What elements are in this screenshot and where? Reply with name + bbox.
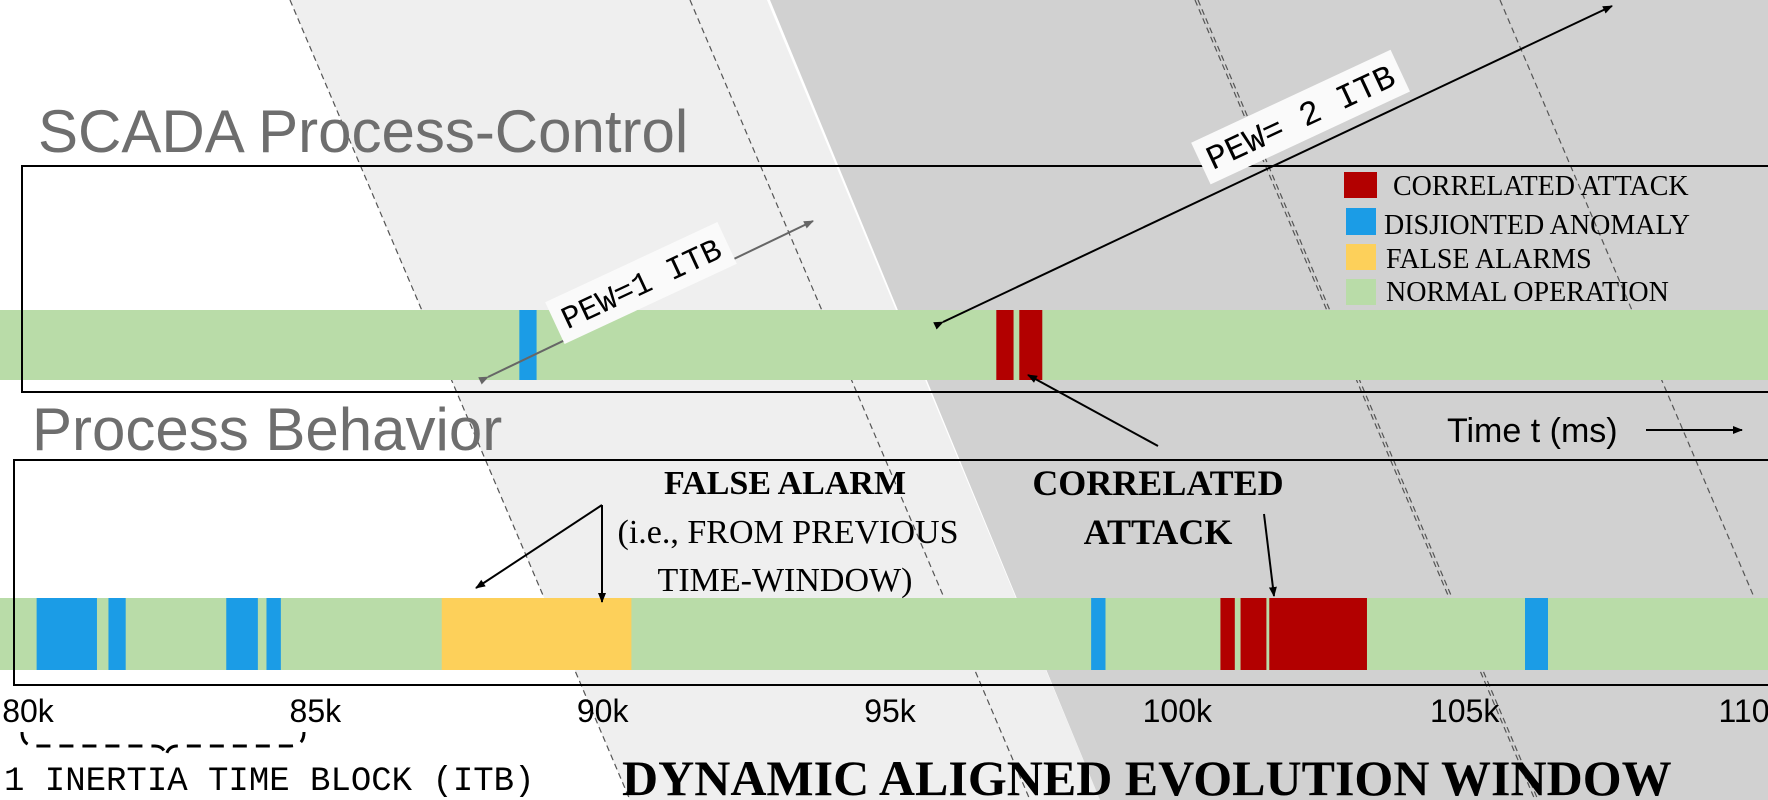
legend-label-disjointed-anomaly: DISJIONTED ANOMALY [1384, 210, 1690, 241]
pew1-label-background [545, 222, 737, 344]
process-normal-operation-bar [0, 598, 1768, 670]
process-behavior-title: Process Behavior [32, 396, 502, 463]
time-tick-label: 80k [2, 693, 55, 729]
pew2-label-background [1191, 49, 1410, 185]
process-panel-frame [13, 459, 1768, 686]
false-alarm-arrow-left [475, 504, 603, 589]
process-disjointed-anomaly-event [1091, 598, 1106, 670]
correlated-attack-text-line2: ATTACK [1084, 512, 1233, 552]
time-tick-label: 95k [864, 693, 917, 729]
legend-label-normal-operation: NORMAL OPERATION [1386, 277, 1669, 308]
time-axis-label: Time t (ms) [1447, 412, 1618, 450]
legend-swatch-disjointed-anomaly [1346, 208, 1376, 235]
false-alarm-annotation: FALSE ALARM (i.e., FROM PREVIOUS TIME-WI… [618, 465, 959, 599]
process-disjointed-anomaly-event [108, 598, 126, 670]
itb-brace [20, 731, 306, 757]
time-tick-label: 90k [577, 693, 630, 729]
false-alarm-text-line1: FALSE ALARM [664, 465, 906, 502]
correlated-attack-text-line1: CORRELATED [1032, 463, 1283, 503]
scada-panel-frame [21, 165, 1768, 393]
time-tick-label: 100k [1143, 693, 1213, 729]
process-disjointed-anomaly-event [226, 598, 258, 670]
legend-swatch-normal-operation [1346, 279, 1376, 305]
time-tick-label: 85k [290, 693, 343, 729]
scada-correlated-attack-event [1019, 310, 1043, 380]
correlated-attack-arrow-down [1263, 513, 1277, 597]
legend-swatch-false-alarms [1346, 244, 1376, 270]
time-axis-ticks: 80k 85k 90k 95k 100k 105k 110k [2, 693, 1768, 729]
correlated-attack-arrow-up [1027, 374, 1159, 447]
itb-label: 1 INERTIA TIME BLOCK (ITB) [4, 763, 535, 800]
scada-normal-operation-bar [0, 310, 1768, 380]
scada-correlated-attack-event [996, 310, 1014, 380]
time-tick-label: 105k [1430, 693, 1500, 729]
process-correlated-attack-event [1269, 598, 1367, 670]
legend-swatch-correlated-attack [1344, 172, 1377, 198]
process-false-alarms-event [441, 598, 632, 670]
false-alarm-text-line3: TIME-WINDOW) [658, 562, 913, 599]
false-alarm-text-line2: (i.e., FROM PREVIOUS [618, 514, 959, 551]
scada-timeline [0, 310, 1768, 380]
scada-title: SCADA Process-Control [38, 98, 688, 165]
process-correlated-attack-event [1220, 598, 1235, 670]
legend: CORRELATED ATTACK DISJIONTED ANOMALY FAL… [1344, 171, 1690, 308]
process-disjointed-anomaly-event [1525, 598, 1548, 670]
process-disjointed-anomaly-event [36, 598, 97, 670]
process-disjointed-anomaly-event [266, 598, 281, 670]
process-correlated-attack-event [1240, 598, 1267, 670]
window-label: DYNAMIC ALIGNED EVOLUTION WINDOW [622, 750, 1672, 800]
legend-label-false-alarms: FALSE ALARMS [1386, 244, 1592, 275]
legend-label-correlated-attack: CORRELATED ATTACK [1393, 171, 1689, 202]
scada-disjointed-anomaly-event [519, 310, 537, 380]
process-timeline [0, 598, 1768, 670]
correlated-attack-annotation: CORRELATED ATTACK [1032, 463, 1283, 552]
pew2-arrow [933, 5, 1613, 330]
time-tick-label: 110k [1718, 693, 1768, 729]
